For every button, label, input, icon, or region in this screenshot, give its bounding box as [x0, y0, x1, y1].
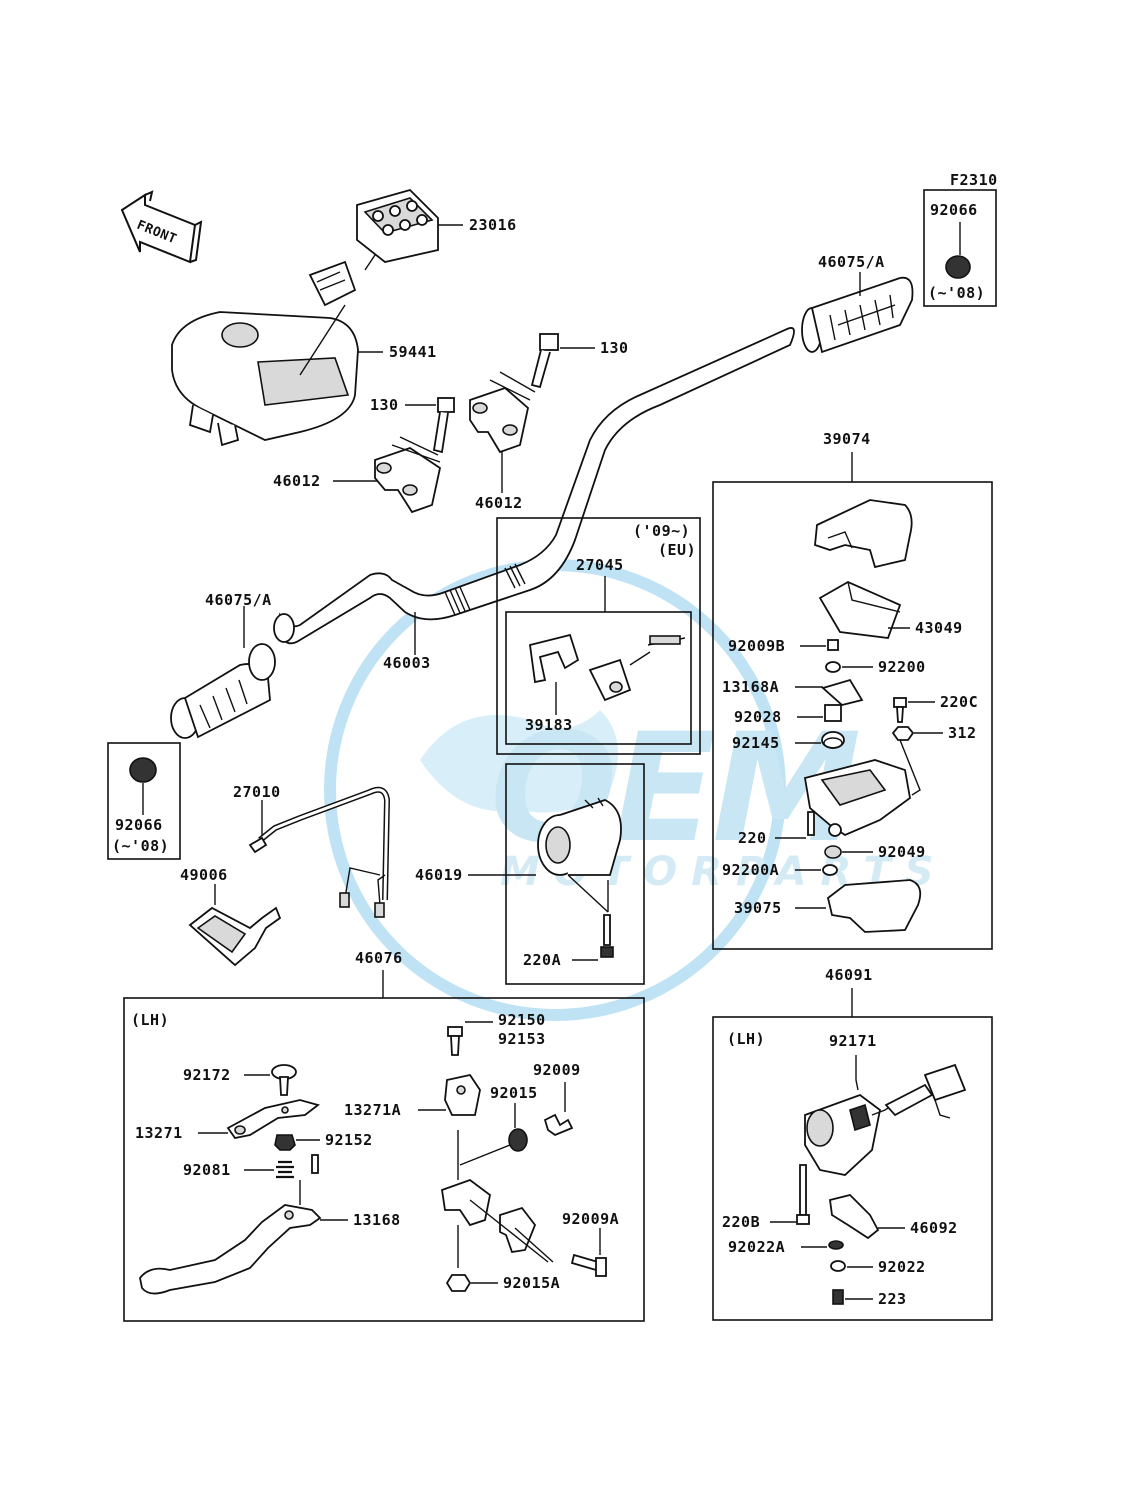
label-lh-right: (LH): [727, 1030, 765, 1048]
part-130-46012-right: 130 46012: [469, 333, 629, 512]
label-312: 312: [948, 724, 977, 742]
box-92066-top: 92066 (~'08): [923, 189, 997, 307]
label-92200a: 92200A: [722, 861, 779, 879]
box-46076: 46076 (LH) 92150 92153 13271A 92009 9201…: [123, 949, 645, 1322]
label-92081: 92081: [183, 1161, 231, 1179]
label-92022a: 92022A: [728, 1238, 785, 1256]
part-59441: 59441: [171, 304, 437, 447]
label-92028: 92028: [734, 708, 782, 726]
label-46076: 46076: [355, 949, 403, 967]
part-49006: 49006: [180, 866, 282, 967]
label-27010: 27010: [233, 783, 281, 801]
label-220a: 220A: [523, 951, 561, 969]
label-46092: 46092: [910, 1219, 958, 1237]
label-39075: 39075: [734, 899, 782, 917]
part-130-46012-left: 130 46012: [273, 396, 455, 514]
box-46091: 46091 (LH) 92171 220B 46092 92022A 92022: [712, 966, 993, 1321]
label-49006: 49006: [180, 866, 228, 884]
label-46075a-top: 46075/A: [818, 253, 885, 271]
part-46003-handlebar: 46003: [273, 327, 795, 672]
label-220: 220: [738, 829, 767, 847]
label-130-left: 130: [370, 396, 399, 414]
label-59441: 59441: [389, 343, 437, 361]
label-39074: 39074: [823, 430, 871, 448]
label-223: 223: [878, 1290, 907, 1308]
label-92009a: 92009A: [562, 1210, 619, 1228]
label-92009b: 92009B: [728, 637, 785, 655]
label-92171: 92171: [829, 1032, 877, 1050]
label-46012-right: 46012: [475, 494, 523, 512]
label-92200: 92200: [878, 658, 926, 676]
label-92172: 92172: [183, 1066, 231, 1084]
label-92015: 92015: [490, 1084, 538, 1102]
label-09-range: ('09~): [633, 522, 690, 540]
label-lh-left: (LH): [131, 1011, 169, 1029]
label-220b: 220B: [722, 1213, 760, 1231]
label-92066-top-note: (~'08): [928, 284, 985, 302]
label-39183: 39183: [525, 716, 573, 734]
label-13168: 13168: [353, 1211, 401, 1229]
part-46075a-right-grip: 46075/A: [801, 253, 914, 354]
label-92066-left: 92066: [115, 816, 163, 834]
part-23016: 23016: [308, 188, 517, 307]
label-92152: 92152: [325, 1131, 373, 1149]
part-27010: 27010: [233, 783, 391, 918]
label-92153: 92153: [498, 1030, 546, 1048]
label-92009: 92009: [533, 1061, 581, 1079]
part-46075a-left-grip: 46075/A: [170, 591, 276, 739]
label-130-right: 130: [600, 339, 629, 357]
label-92145: 92145: [732, 734, 780, 752]
label-46091: 46091: [825, 966, 873, 984]
label-46012-left: 46012: [273, 472, 321, 490]
label-220c: 220C: [940, 693, 978, 711]
label-23016: 23016: [469, 216, 517, 234]
label-92150: 92150: [498, 1011, 546, 1029]
label-46075a-left: 46075/A: [205, 591, 272, 609]
label-92015a: 92015A: [503, 1274, 560, 1292]
label-92049: 92049: [878, 843, 926, 861]
box-39074: 39074 43049 92009B 92200 13168A 220C 920…: [712, 430, 993, 950]
label-46003: 46003: [383, 654, 431, 672]
label-27045: 27045: [576, 556, 624, 574]
label-13168a: 13168A: [722, 678, 779, 696]
front-arrow-icon: FRONT: [120, 190, 203, 264]
label-13271: 13271: [135, 1124, 183, 1142]
label-92066-left-note: (~'08): [112, 837, 169, 855]
label-46019: 46019: [415, 866, 463, 884]
label-92022: 92022: [878, 1258, 926, 1276]
box-92066-left: 92066 (~'08): [107, 742, 181, 860]
label-43049: 43049: [915, 619, 963, 637]
diagram-code: F2310: [950, 171, 998, 189]
box-27045-eu: ('09~) (EU) 27045 39183: [496, 517, 701, 755]
label-eu: (EU): [658, 541, 696, 559]
label-92066-top: 92066: [930, 201, 978, 219]
label-13271a: 13271A: [344, 1101, 401, 1119]
box-46019: 46019 220A: [415, 763, 645, 985]
